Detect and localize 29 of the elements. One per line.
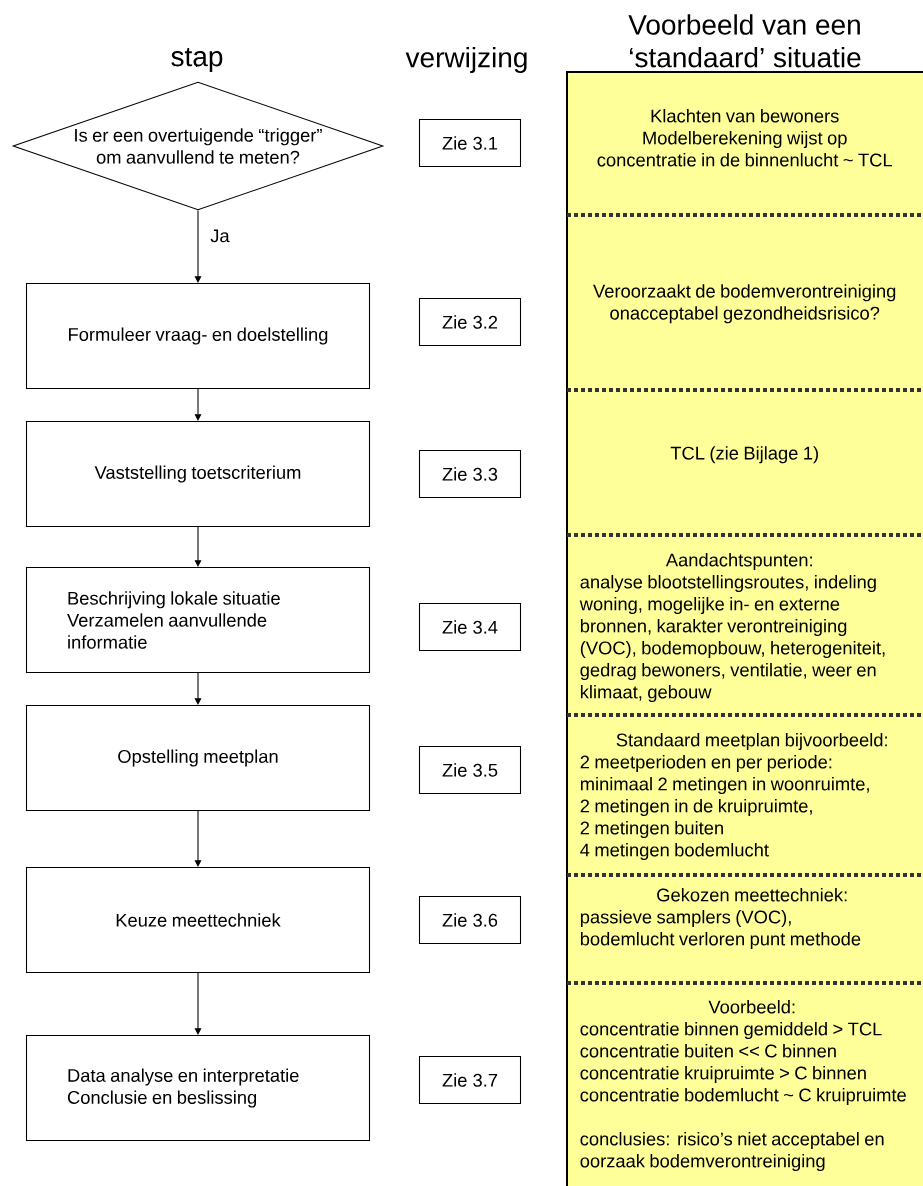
process-box: Opstelling meetplan — [25, 704, 371, 812]
process-box: Beschrijving lokale situatie Verzamelen aanvullende informatie — [25, 566, 371, 674]
arrow — [194, 388, 202, 421]
reference-box: Zie 3.4 — [418, 602, 522, 652]
arrow — [194, 672, 202, 705]
reference-box: Zie 3.6 — [418, 895, 522, 945]
example-text: Veroorzaakt de bodemverontreiniging onacceptabel gezondheidsrisico? — [593, 284, 896, 324]
process-box: Data analyse en interpretatie Conclusie en beslissing — [25, 1034, 371, 1142]
arrow — [194, 210, 202, 283]
node-label: Voorbeeld van een ‘standaard’ situatie — [628, 14, 861, 68]
arrow — [194, 810, 202, 867]
process-box: Formuleer vraag- en doelstelling — [25, 282, 371, 390]
reference-box: Zie 3.5 — [418, 745, 522, 795]
example-text: Voorbeeld: concentratie binnen gemiddeld > TCL concentratie buiten << C binnen concentratie kruipruimte > C binnen concentratie bodemlucht ~ C kruipruimte conclusies: risico’s niet acceptabel en oorzaak bodemverontreiniging — [580, 1000, 906, 1172]
arrow — [194, 526, 202, 567]
edge-label: Ja — [210, 229, 230, 243]
arrow — [194, 972, 202, 1035]
reference-box: Zie 3.3 — [418, 449, 522, 499]
process-box: Vaststelling toetscriterium — [25, 420, 371, 528]
example-text: Gekozen meettechniek: passieve samplers (VOC), bodemlucht verloren punt methode — [580, 888, 861, 950]
example-text: Klachten van bewoners Modelberekening wijst op concentratie in de binnenlucht ~ TCL — [597, 109, 892, 167]
example-text: Standaard meetplan bijvoorbeeld: 2 meetperioden en per periode: minimaal 2 metingen in woonruimte, 2 metingen in de kruipruimte, 2 metingen buiten 4 metingen bodemlucht — [580, 733, 887, 861]
process-box: Keuze meettechniek — [25, 866, 371, 974]
reference-box: Zie 3.2 — [418, 297, 522, 347]
example-text: TCL (zie Bijlage 1) — [670, 446, 818, 464]
example-text: Aandachtspunten: analyse blootstellingsroutes, indeling woning, mogelijke in- en externe bronnen, karakter verontreiniging (VOC), bodemopbouw, heterogeniteit, gedrag bewoners, ventilatie, weer en klimaat, gebouw — [579, 553, 885, 703]
reference-box: Zie 3.1 — [418, 118, 522, 168]
column-header: verwijzing — [405, 46, 527, 74]
reference-box: Zie 3.7 — [418, 1055, 522, 1105]
